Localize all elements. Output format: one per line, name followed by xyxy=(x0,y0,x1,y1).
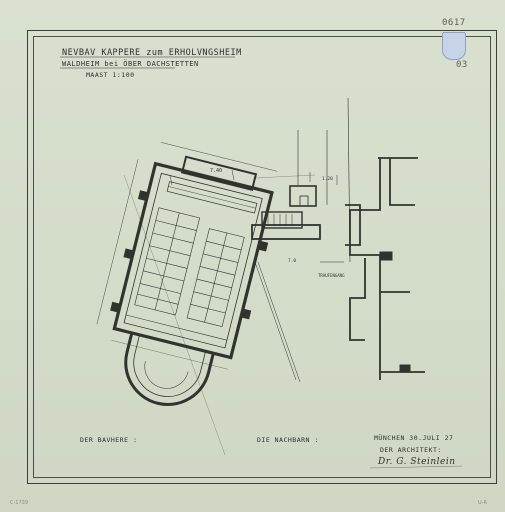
archive-stamp-icon xyxy=(442,32,466,60)
title-line-2: WALDHEIM bei ÖBER DACHSTETTEN xyxy=(62,60,199,68)
footer-right: U-R xyxy=(478,500,487,506)
architect-label: DER ARCHITEKT: xyxy=(380,446,442,454)
architect-signature: Dr. G. Steinlein xyxy=(378,457,456,467)
sheet-subnumber: 03 xyxy=(456,60,468,70)
drawing-frame-inner xyxy=(33,36,491,478)
footer-left: C-1739 xyxy=(10,500,29,506)
plan-dim-top: 7.40 xyxy=(210,168,222,174)
sheet-number: 0617 xyxy=(442,18,466,28)
neighbour-signature-label: DIE NACHBARN : xyxy=(257,436,319,444)
plan-dim-right: 1.20 xyxy=(322,176,333,182)
plan-annotation: TRAUFENGANG xyxy=(318,273,345,278)
plan-dim-mid: 7.0 xyxy=(288,258,296,264)
owner-signature-label: DER BAVHERE : xyxy=(80,436,138,444)
title-line-1: NEVBAV KAPPERE zum ERHOLVNGSHEIM xyxy=(62,48,242,58)
place-date: MÜNCHEN 30.JULI 27 xyxy=(374,434,454,442)
drawing-frame-outer xyxy=(27,30,497,484)
scale-label: MAAST 1:100 xyxy=(86,71,135,79)
